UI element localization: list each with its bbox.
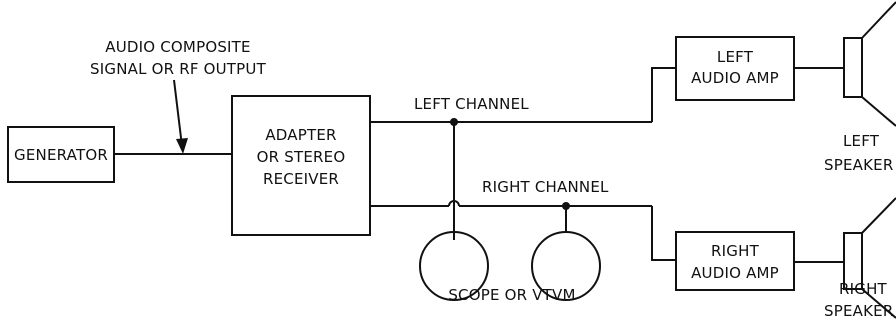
left-speaker-icon [843, 1, 896, 127]
adapter-box [231, 95, 371, 236]
right-amp-feed-wire [651, 206, 676, 261]
input-note-line-2: SIGNAL OR RF OUTPUT [90, 60, 267, 78]
left-amp-label-line-2: AUDIO AMP [691, 69, 779, 87]
input-note-arrow-head [176, 138, 188, 154]
left-amp-label-line-1: LEFT [717, 48, 754, 66]
adapter-label-line-3: RECEIVER [263, 170, 339, 188]
right-amp-label-line-1: RIGHT [711, 242, 760, 260]
left-channel-label: LEFT CHANNEL [414, 95, 529, 113]
right-speaker-label-line-2: SPEAKER [824, 302, 893, 320]
generator-label: GENERATOR [14, 146, 108, 164]
scope-meter-2 [531, 231, 601, 301]
input-note-line-1: AUDIO COMPOSITE [105, 38, 250, 56]
scope-label: SCOPE OR VTVM [448, 286, 575, 304]
right-speaker-label-line-1: RIGHT [839, 280, 888, 298]
right-amp-label-line-2: AUDIO AMP [691, 264, 779, 282]
scope-meter-1 [419, 231, 489, 301]
left-speaker-label-line-2: SPEAKER [824, 156, 893, 174]
left-speaker-label-line-1: LEFT [843, 132, 880, 150]
adapter-label-line-2: OR STEREO [257, 148, 346, 166]
left-audio-amp-box [675, 36, 795, 101]
right-speaker-icon [843, 197, 896, 319]
right-channel-label: RIGHT CHANNEL [482, 178, 609, 196]
generator-box [7, 126, 115, 183]
input-note-arrow-line [173, 79, 183, 147]
left-amp-feed-wire [651, 67, 676, 122]
adapter-label-line-1: ADAPTER [265, 126, 336, 144]
